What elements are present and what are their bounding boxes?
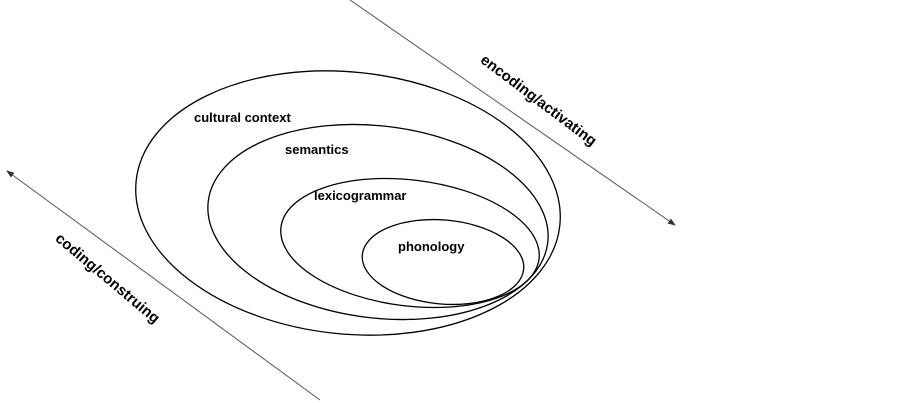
phonology-label: phonology <box>398 239 465 254</box>
encoding-arrow <box>349 0 676 226</box>
coding-arrow <box>6 170 321 401</box>
phonology-ellipse <box>361 218 525 306</box>
semantics-ellipse <box>207 123 549 321</box>
cultural-context-label: cultural context <box>194 110 291 125</box>
lexicogrammar-ellipse <box>280 177 540 309</box>
cultural-context-ellipse <box>135 70 561 336</box>
lexicogrammar-label: lexicogrammar <box>314 188 407 203</box>
semantics-label: semantics <box>285 142 349 157</box>
